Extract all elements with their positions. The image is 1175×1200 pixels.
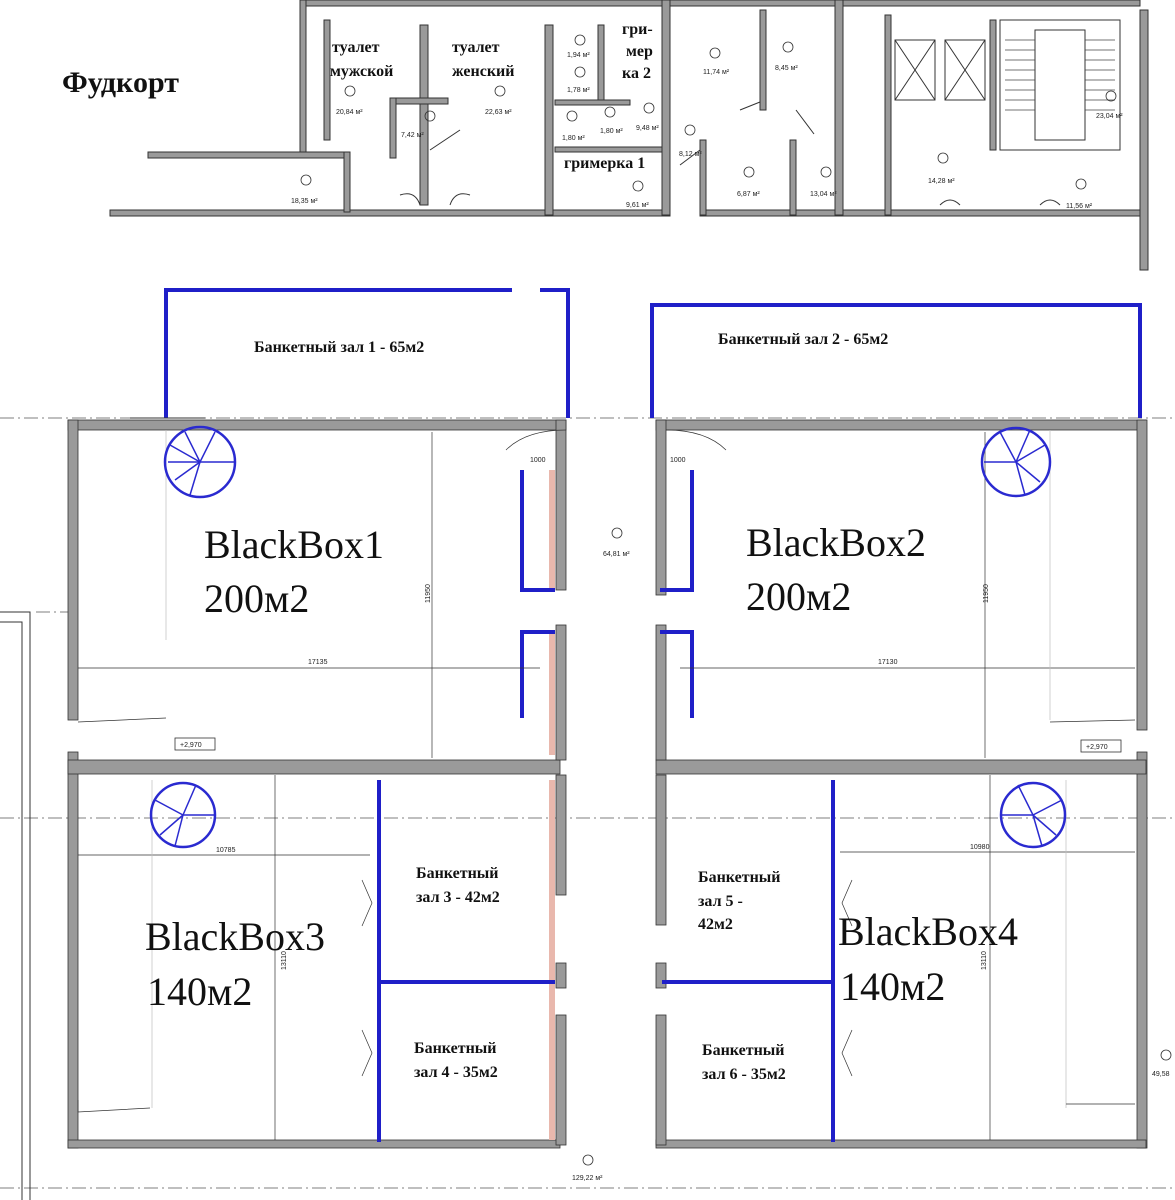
room-area: 9,61 м²	[626, 202, 649, 209]
room-area: 1,80 м²	[600, 128, 623, 135]
room-area: 8,12 м²	[679, 151, 702, 158]
blackbox-2-area: 200м2	[746, 574, 851, 619]
dressing-room-2-label-3: ка 2	[622, 65, 651, 82]
axis-lines	[0, 417, 1175, 1189]
corridor-areas: 64,81 м² 129,22 м² 49,58	[572, 527, 1172, 1182]
dimension: 10785	[216, 847, 236, 854]
dimension: 13110	[981, 951, 988, 970]
left-edge-fragments	[0, 417, 205, 1200]
room-area: 14,28 м²	[928, 178, 955, 185]
room-area: 129,22 м²	[572, 1175, 603, 1182]
dimension: 11950	[983, 584, 990, 603]
room-area: 13,04 м²	[810, 191, 837, 198]
spiral-stair-bb3	[149, 781, 217, 849]
blackbox-3-name: BlackBox3	[145, 914, 325, 959]
room-area: 11,74 м²	[703, 69, 730, 76]
dressing-room-1-label: гримерка 1	[564, 155, 645, 172]
room-area: 23,04 м²	[1096, 113, 1123, 120]
left-block-walls	[67, 419, 567, 1149]
room-area: 49,58	[1152, 1071, 1170, 1078]
blackbox-2-name: BlackBox2	[746, 520, 926, 565]
blackbox-1-area: 200м2	[204, 576, 309, 621]
room-area: 7,42 м²	[401, 132, 424, 139]
banquet-hall-2: Банкетный зал 2 - 65м2	[650, 303, 1142, 418]
banquet-hall-1: Банкетный зал 1 - 65м2	[164, 288, 570, 418]
dimension: 17130	[878, 659, 898, 666]
spiral-stair-bb4	[999, 781, 1067, 849]
spiral-stair-bb1	[163, 425, 237, 499]
room-area: 8,45 м²	[775, 65, 798, 72]
dimension: 10980	[970, 844, 990, 851]
room-area: 20,84 м²	[336, 109, 363, 116]
level-marks: +2,970 +2,970	[174, 737, 1122, 753]
room-area: 18,35 м²	[291, 198, 318, 205]
service-block	[109, 0, 1149, 271]
banquet-hall-3-label-2: зал 3 - 42м2	[416, 889, 500, 906]
dressing-room-2-label-2: мер	[626, 43, 653, 60]
foodcourt-label: Фудкорт	[62, 66, 179, 99]
dimension: 1000	[530, 457, 546, 464]
toilet-female-label-2: женский	[452, 63, 514, 80]
blackbox-3-area: 140м2	[147, 969, 252, 1014]
spiral-stair-bb2	[980, 426, 1052, 498]
dimension-labels: 1000 1000 11950 11950 17135 17130 10785 …	[216, 457, 990, 970]
banquet-hall-6-label-2: зал 6 - 35м2	[702, 1066, 786, 1083]
room-area: 6,87 м²	[737, 191, 760, 198]
right-block-walls	[655, 419, 1148, 1149]
blackbox-4-name: BlackBox4	[838, 909, 1018, 954]
dimension: 11950	[425, 584, 432, 603]
banquet-hall-3-label-1: Банкетный	[416, 865, 499, 882]
accent-strips	[549, 470, 555, 1140]
room-number-markers	[300, 34, 1117, 192]
room-area: 1,94 м²	[567, 52, 590, 59]
room-area: 64,81 м²	[603, 551, 630, 558]
banquet-hall-6-label-1: Банкетный	[702, 1042, 785, 1059]
dimension: 1000	[670, 457, 686, 464]
banquet-hall-5-label-1: Банкетный	[698, 869, 781, 886]
banquet-hall-4-label-2: зал 4 - 35м2	[414, 1064, 498, 1081]
banquet-hall-4-label-1: Банкетный	[414, 1040, 497, 1057]
dimension: 17135	[308, 659, 328, 666]
room-area: 22,63 м²	[485, 109, 512, 116]
banquet-hall-2-label: Банкетный зал 2 - 65м2	[718, 331, 888, 348]
toilet-male-label-2: мужской	[330, 63, 393, 80]
level-mark: +2,970	[180, 742, 202, 749]
room-area: 1,80 м²	[562, 135, 585, 142]
room-area: 1,78 м²	[567, 87, 590, 94]
blackbox-4-area: 140м2	[840, 964, 945, 1009]
dimension: 13110	[281, 951, 288, 970]
blackbox-1-name: BlackBox1	[204, 522, 384, 567]
room-area: 9,48 м²	[636, 125, 659, 132]
dressing-room-2-label-1: гри-	[622, 21, 653, 38]
blue-partitions	[377, 470, 835, 1142]
level-mark: +2,970	[1086, 744, 1108, 751]
banquet-hall-1-label: Банкетный зал 1 - 65м2	[254, 339, 424, 356]
banquet-hall-5-label-2: зал 5 -	[698, 893, 743, 910]
toilet-male-label-1: туалет	[332, 39, 380, 56]
banquet-hall-5-label-3: 42м2	[698, 916, 733, 933]
room-area: 11,56 м²	[1066, 203, 1093, 210]
room-area-labels: 18,35 м² 20,84 м² 7,42 м² 22,63 м² 1,94 …	[291, 52, 1123, 210]
toilet-female-label-1: туалет	[452, 39, 500, 56]
